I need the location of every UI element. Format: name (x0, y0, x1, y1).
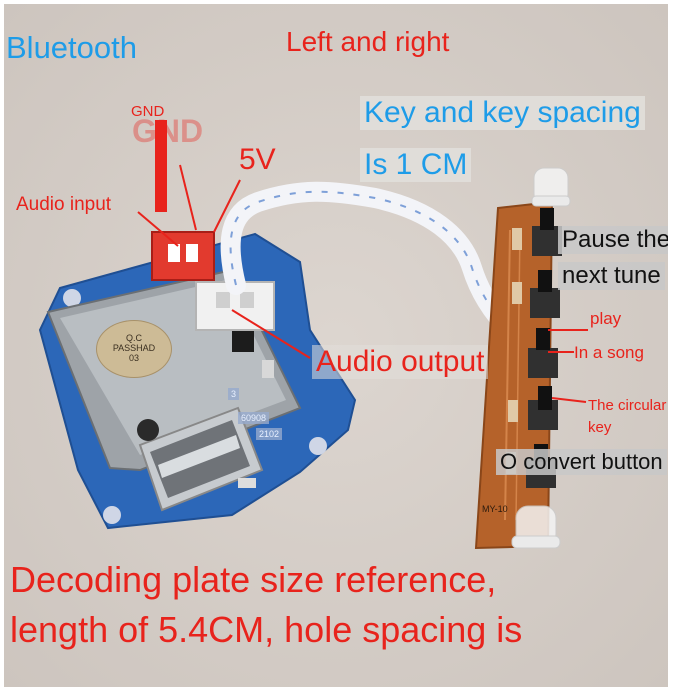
qc-text: Q.C (125, 333, 142, 344)
svg-text:GND: GND (132, 113, 203, 149)
keycap-bottom (511, 505, 561, 549)
label-in-a-song: In a song (574, 343, 644, 362)
tact-switch-2 (530, 270, 560, 318)
label-convert-button: O convert button (496, 449, 667, 475)
label-is-1cm: Is 1 CM (360, 148, 472, 182)
code-text: 03 (128, 352, 139, 363)
label-pause-line2: next tune (558, 262, 665, 290)
page-frame-edge (668, 0, 699, 691)
label-bluetooth: Bluetooth (6, 30, 137, 65)
keycap-top (531, 167, 571, 207)
label-circular-line2: key (588, 419, 612, 436)
passhad-text: PASSHAD (112, 343, 156, 354)
label-pause-line1: Pause the (558, 226, 675, 254)
usb-port (138, 406, 264, 512)
board-mark-my10: MY-10 (482, 504, 508, 514)
label-play: play (590, 309, 622, 328)
label-audio-output: Audio output (312, 345, 489, 379)
label-gnd: GND (131, 103, 165, 120)
gnd-marker-bar (155, 120, 167, 212)
caption-line1: Decoding plate size reference, (10, 559, 497, 600)
caption-line2: length of 5.4CM, hole spacing is (10, 609, 523, 650)
label-left-right: Left and right (286, 26, 450, 57)
tact-switch-1 (532, 208, 562, 256)
board-mark-3: 3 (228, 388, 240, 400)
label-audio-input: Audio input (16, 194, 112, 215)
label-key-spacing: Key and key spacing (360, 96, 645, 130)
qc-pass-sticker: Q.C PASSHAD 03 (96, 320, 172, 378)
tact-switch-4 (528, 386, 558, 430)
board-mark-2102: 2102 (256, 428, 283, 440)
board-mark-60908: 60908 (238, 412, 270, 424)
audio-input-connector (151, 231, 215, 281)
label-5v: 5V (239, 143, 276, 176)
label-circular-line1: The circular (588, 397, 667, 414)
annotation-arrows (137, 164, 588, 403)
page-frame-bottom (0, 687, 699, 691)
